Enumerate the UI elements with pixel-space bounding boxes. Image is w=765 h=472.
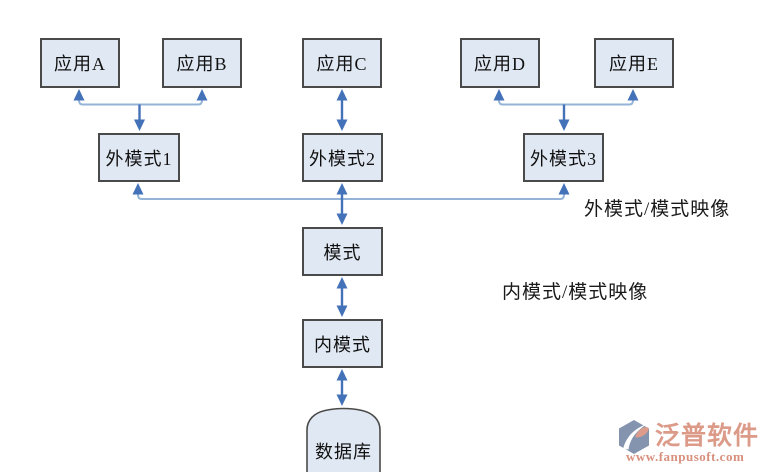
fanpu-watermark: 泛普软件 www.fanpusoft.com	[617, 419, 765, 467]
arrowhead-down-database	[336, 394, 348, 406]
label-external-schema-mapping: 外模式/模式映像	[584, 199, 731, 220]
arrowhead-down-schema	[336, 213, 348, 225]
arrowhead-up-internal-bottom	[336, 369, 348, 381]
node-internal-schema: 内模式	[302, 319, 383, 368]
node-application-d: 应用D	[460, 38, 540, 88]
brand-name: 泛普软件	[655, 423, 760, 450]
arrowhead-up-ext3-bottom	[558, 183, 570, 195]
arrowhead-up-appC	[336, 89, 348, 101]
connector-appD-appE-to-ext3	[498, 99, 634, 106]
node-external-schema-2: 外模式2	[302, 133, 383, 182]
arrow-stems	[138, 99, 566, 397]
arrowhead-down-internal	[336, 305, 348, 317]
connector-ext-row-to-schema	[137, 193, 565, 200]
arrowhead-up-appD	[493, 89, 505, 101]
arrowhead-up-appE	[627, 89, 639, 101]
arrow-heads	[73, 89, 639, 406]
node-application-c: 应用C	[302, 38, 382, 88]
arrowhead-up-schema-bottom	[336, 277, 348, 289]
node-external-schema-1: 外模式1	[98, 133, 180, 182]
node-external-schema-3: 外模式3	[523, 133, 604, 182]
arrowhead-down-ext1	[134, 119, 145, 131]
brand-url: www.fanpusoft.com	[626, 449, 745, 464]
database-shape	[306, 407, 381, 472]
arrowhead-down-ext2	[336, 119, 348, 131]
fanpu-logo-icon	[619, 420, 649, 454]
arrowhead-up-appB	[196, 89, 208, 101]
connector-appA-appB-to-ext1	[78, 99, 203, 106]
arrowhead-down-ext3	[558, 119, 570, 131]
node-application-a: 应用A	[40, 38, 120, 88]
arrowhead-up-appA	[73, 89, 85, 101]
node-database-label: 数据库	[315, 442, 372, 462]
label-internal-schema-mapping: 内模式/模式映像	[502, 282, 649, 303]
node-schema: 模式	[302, 227, 383, 276]
arrowhead-up-ext2-bottom	[336, 183, 348, 195]
node-application-e: 应用E	[594, 38, 674, 88]
node-application-b: 应用B	[162, 38, 242, 88]
arrowhead-up-ext1-bottom	[132, 183, 144, 195]
